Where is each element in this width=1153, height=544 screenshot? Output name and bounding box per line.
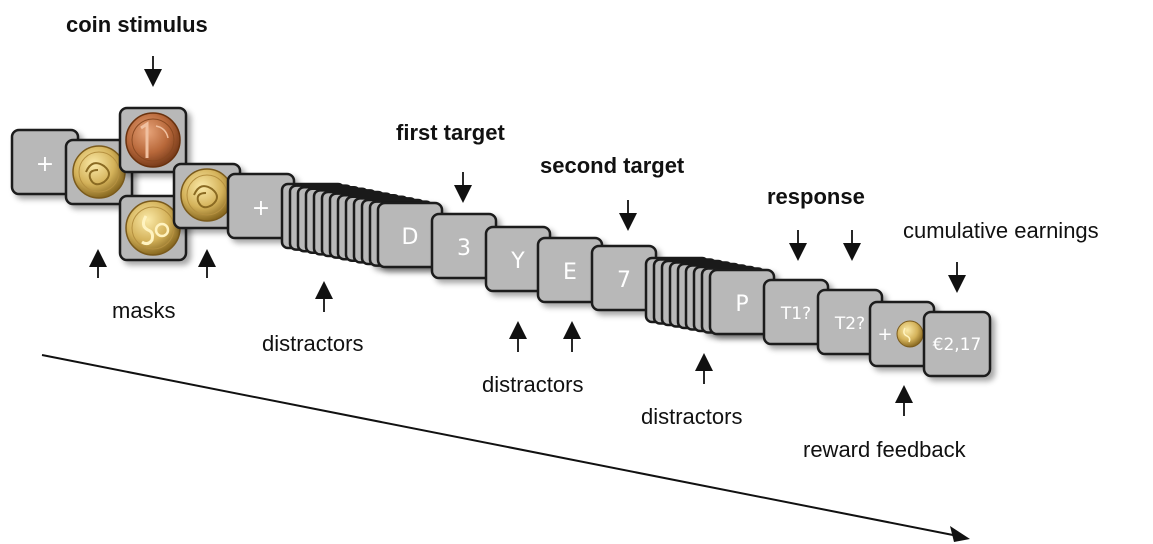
frame-letter: Y bbox=[510, 249, 525, 274]
distractors-2-label: distractors bbox=[482, 372, 584, 397]
frame-digit: 7 bbox=[617, 268, 631, 293]
first-target-label: first target bbox=[396, 120, 505, 145]
earnings-frame: €2,17 bbox=[922, 310, 992, 378]
mask-frame-2 bbox=[172, 162, 242, 230]
distractors-3-label: distractors bbox=[641, 404, 743, 429]
fixation-frame-2: + bbox=[226, 172, 296, 240]
coin-swirl-icon bbox=[180, 168, 234, 222]
reward-plus: + bbox=[877, 324, 892, 345]
frame-prompt: T1? bbox=[780, 304, 811, 324]
coin-swirl-icon bbox=[72, 145, 126, 199]
second-target-label: second target bbox=[540, 153, 685, 178]
fixation-cross: + bbox=[36, 152, 54, 177]
masks-label: masks bbox=[112, 298, 176, 323]
t1-prompt-frame: T1? bbox=[762, 278, 830, 346]
coin-stimulus-label: coin stimulus bbox=[66, 12, 208, 37]
coin-1-cent-icon bbox=[125, 112, 181, 168]
reward-feedback-label: reward feedback bbox=[803, 437, 966, 462]
frame-prompt: T2? bbox=[834, 314, 865, 334]
mask-frame-1 bbox=[64, 138, 134, 206]
time-axis-arrow bbox=[41, 354, 970, 542]
coin-mask-bottom-frame bbox=[118, 194, 188, 262]
frame-digit: 3 bbox=[457, 236, 471, 261]
frame-letter: D bbox=[402, 225, 419, 250]
coin-stimulus-frame bbox=[118, 106, 188, 174]
earnings-value: €2,17 bbox=[933, 335, 982, 355]
coin-50-cent-icon bbox=[125, 200, 181, 256]
response-label: response bbox=[767, 184, 865, 209]
distractors-1-label: distractors bbox=[262, 331, 364, 356]
frame-letter: E bbox=[563, 260, 577, 285]
reward-feedback-frame: + bbox=[868, 300, 936, 368]
frame-letter: P bbox=[735, 292, 748, 317]
cumulative-earnings-label: cumulative earnings bbox=[903, 218, 1099, 243]
annotation-arrows bbox=[89, 56, 966, 416]
fixation-cross: + bbox=[252, 196, 270, 221]
coin-icon bbox=[896, 320, 924, 348]
second-target-frame: 7 bbox=[590, 244, 658, 312]
